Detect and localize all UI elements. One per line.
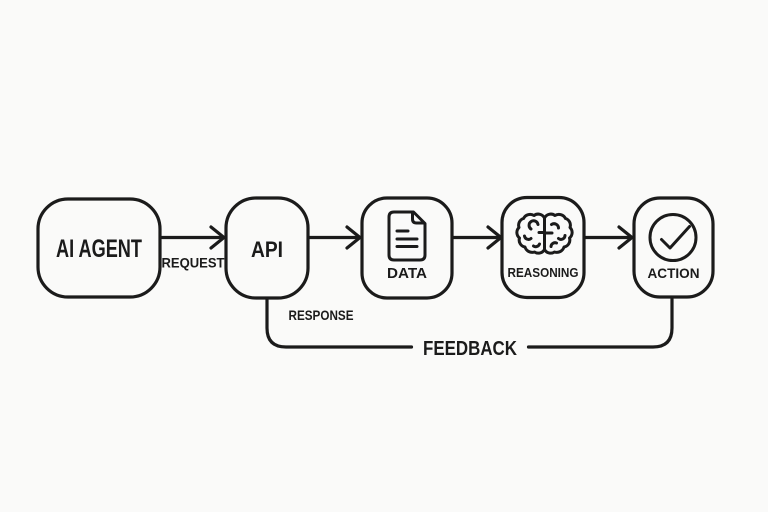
brain-detail-left-hook — [523, 234, 533, 241]
brain-icon — [515, 212, 574, 255]
feedback-loop-connector — [265, 297, 674, 349]
node-data: DATA — [360, 196, 454, 300]
arrow-reasoning-to-action — [583, 225, 634, 250]
feedback-line-left — [265, 297, 414, 349]
node-reasoning-label: REASONING — [508, 265, 579, 280]
arrow-api-to-data — [307, 225, 362, 250]
node-reasoning: REASONING — [500, 195, 586, 300]
arrow-data-to-reasoning — [451, 225, 503, 250]
edge-label-feedback: FEEDBACK — [423, 337, 517, 360]
node-api: API — [224, 196, 310, 300]
brain-detail-left-squiggle — [532, 242, 541, 249]
check-circle-ring — [648, 213, 698, 262]
brain-detail-right-curl — [557, 234, 567, 241]
brain-right-hemisphere — [543, 212, 574, 255]
arrow-head-icon — [617, 225, 634, 250]
check-circle-icon — [648, 213, 698, 262]
document-icon — [387, 210, 427, 262]
node-ai-agent-box — [36, 197, 162, 299]
arrow-ai-agent-to-api — [160, 225, 226, 250]
feedback-line-right — [526, 297, 674, 349]
node-action-label: ACTION — [648, 265, 700, 281]
document-folded-corner — [411, 211, 425, 225]
edge-label-request: REQUEST — [162, 255, 225, 271]
node-ai-agent: AI AGENT — [36, 197, 162, 299]
brain-detail-right-hook — [550, 222, 560, 230]
node-action: ACTION — [632, 196, 715, 299]
brain-left-hemisphere — [515, 212, 546, 255]
node-action-box — [632, 196, 715, 299]
arrow-head-icon — [345, 225, 362, 250]
arrow-head-icon — [209, 225, 226, 250]
node-data-label: DATA — [387, 265, 427, 282]
node-ai-agent-label: AI AGENT — [56, 235, 142, 263]
node-api-label: API — [251, 237, 283, 262]
document-page-outline — [387, 210, 427, 262]
check-mark — [660, 225, 691, 250]
edge-label-response: RESPONSE — [289, 307, 354, 323]
brain-detail-right-squiggle — [549, 241, 558, 248]
brain-detail-left-curl — [527, 219, 540, 231]
node-api-box — [224, 196, 310, 300]
